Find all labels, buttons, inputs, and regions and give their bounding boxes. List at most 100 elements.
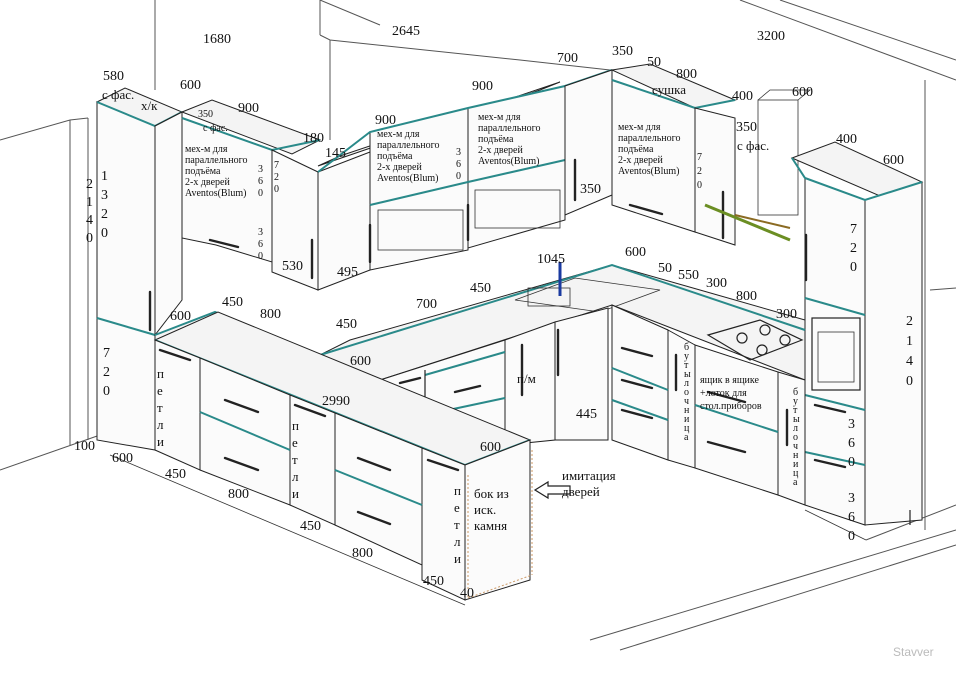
dimension-400b: 400 [836,132,857,147]
vertical-dim-v360d: 360 [848,417,855,470]
vertical-digit: 1 [101,169,108,184]
note-line: л [684,378,689,389]
floor-lines [109,454,867,606]
imitation-arrow [533,480,571,500]
label-dishwasher: п/м [517,371,536,386]
note-line: о [684,387,689,398]
note-line: иск. [474,502,496,517]
peninsula-cabinets [153,311,533,601]
dimension-600d: 600 [625,245,646,260]
note-line: параллельного [185,155,248,166]
dimension-600c: 600 [883,153,904,168]
note-line: и [684,414,690,425]
dimension-900c: 900 [472,79,493,94]
vertical-dim-v360a: 360 [258,164,263,199]
dimension-450e: 450 [300,519,321,534]
note-line: о [793,432,798,443]
note-line: у [793,396,798,407]
upper-cabinets-right [610,63,812,246]
note-line: и [157,434,164,449]
note-line: и [454,551,461,566]
dimension-550: 550 [678,268,699,283]
vertical-dim-v720c: 720 [697,152,702,191]
vertical-digit: 2 [697,166,702,177]
note-line: б [793,387,798,398]
dimension-450c: 450 [336,317,357,332]
vertical-digit: 6 [456,159,461,170]
note-line: подъёма [185,166,221,177]
dimension-600f: 600 [350,354,371,369]
note-line: е [454,500,460,515]
vertical-digit: 0 [697,180,702,191]
vertical-dim-v720b: 720 [274,160,279,195]
vertical-digit: 0 [274,184,279,195]
note-line: а [793,477,798,488]
note-line: ц [684,423,690,434]
note-line: подъёма [478,134,514,145]
vertical-digit: 0 [850,260,857,275]
right-tall-column [790,141,924,526]
note-line: т [684,360,689,371]
vertical-digit: 3 [258,164,263,175]
note-line: л [454,534,461,549]
vertical-digit: 7 [850,222,857,237]
note-line: л [292,469,299,484]
dimension-2645: 2645 [392,24,420,39]
note-line: т [292,452,298,467]
dimension-450f: 450 [423,574,444,589]
watermark: Stavver [893,645,934,659]
dimension-530: 530 [282,259,303,274]
vertical-dim-v360e: 360 [848,491,855,544]
vertical-digit: 0 [101,226,108,241]
dimension-50a: 50 [647,55,661,70]
note-line: н [793,450,799,461]
dimension-1045: 1045 [537,252,565,267]
vertical-digit: 2 [274,172,279,183]
dimension-450a: 450 [222,295,243,310]
note-line: т [454,517,460,532]
vertical-digit: 0 [456,171,461,182]
dimension-800b: 800 [736,289,757,304]
label-s-fas-fridge: с фас. [102,87,134,102]
note-line: ч [793,441,798,452]
vertical-digit: 4 [906,354,913,369]
dimension-580: 580 [103,69,124,84]
vertical-digit: 7 [274,160,279,171]
dimension-800d: 800 [228,487,249,502]
note-line: т [157,400,163,415]
note-line: +лоток для [700,388,747,399]
note-line: дверей [562,484,600,499]
label-s-fas-upper: с фас. [203,123,228,134]
note-line: ц [793,468,799,479]
note-line: мех-м для [377,129,420,140]
note-line: 2-х дверей [618,155,663,166]
note-line: п [454,483,461,498]
vertical-digit: 6 [258,176,263,187]
note-line: н [684,405,690,416]
dimension-400a: 400 [732,89,753,104]
dimension-180: 180 [303,131,324,146]
dimension-600b: 600 [792,85,813,100]
vertical-digit: 0 [848,455,855,470]
note-line: и [292,486,299,501]
dimension-50b: 50 [658,261,672,276]
dimension-450d: 450 [165,467,186,482]
note-line: Aventos(Blum) [377,173,438,184]
dimension-100: 100 [74,439,95,454]
dimension-300b: 300 [776,307,797,322]
note-line: мех-м для [185,144,228,155]
dimension-800e: 800 [352,546,373,561]
note-line: подъёма [377,151,413,162]
